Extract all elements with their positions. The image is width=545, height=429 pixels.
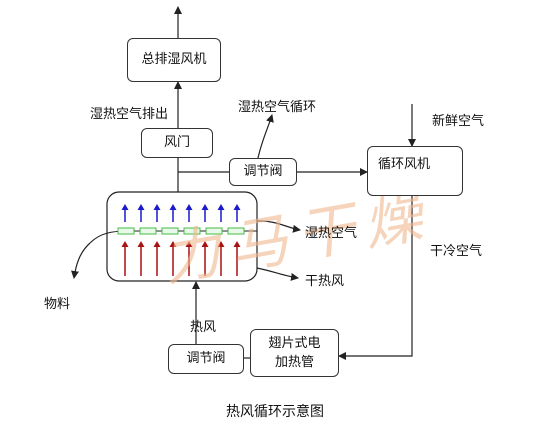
lower-airflow-arrow-head [169,241,177,247]
dryer-chamber [106,191,258,282]
diagram-caption: 热风循环示意图 [226,404,324,420]
lower-airflow-arrow-head [201,241,209,247]
upper-airflow-arrow-head [201,204,209,210]
material-tray [117,227,135,235]
upper-airflow-arrow-head [233,204,241,210]
dry-hot-air-arrow [256,267,299,281]
lower-airflow-arrow-head [217,241,225,247]
label-dry-hot-air: 干热风 [305,274,345,289]
material-tray [227,227,245,235]
label-dry-cold-air: 干冷空气 [430,244,483,259]
label-fresh-air: 新鲜空气 [432,114,485,129]
humid-circulation-curve [257,114,274,159]
label-humid-air: 湿热空气 [305,226,358,241]
valve-bottom-box: 调节阀 [168,344,244,374]
upper-airflow-arrow-head [217,204,225,210]
upper-airflow-arrow-head [121,204,129,210]
humid-air-arrow [256,220,301,233]
lower-airflow-arrow-head [233,241,241,247]
cold-air-line [338,196,413,360]
lower-airflow-arrow-head [137,241,145,247]
upper-airflow-arrow-head [153,204,161,210]
material-tray [205,227,223,235]
heater-box: 翅片式电加热管 [250,329,339,377]
upper-airflow-arrow-head [185,204,193,210]
valve-top-box: 调节阀 [229,158,297,186]
damper-box: 风门 [141,128,213,158]
airflow-arrows [117,204,245,276]
lower-airflow-arrow-head [153,241,161,247]
label-humid-exhaust: 湿热空气排出 [90,107,169,122]
exhaust-fan-box: 总排湿风机 [127,38,221,82]
circ-fan-box: 循环风机 [367,146,463,196]
upper-airflow-arrow-head [169,204,177,210]
label-hot-air: 热风 [190,320,217,335]
label-material: 物料 [44,297,71,312]
material-tray [183,227,201,235]
material-tray [161,227,179,235]
material-tray [139,227,157,235]
label-humid-circulation: 湿热空气循环 [238,100,317,115]
upper-airflow-arrow-head [137,204,145,210]
material-arrow [71,242,91,279]
lower-airflow-arrow-head [121,241,129,247]
lower-airflow-arrow-head [185,241,193,247]
